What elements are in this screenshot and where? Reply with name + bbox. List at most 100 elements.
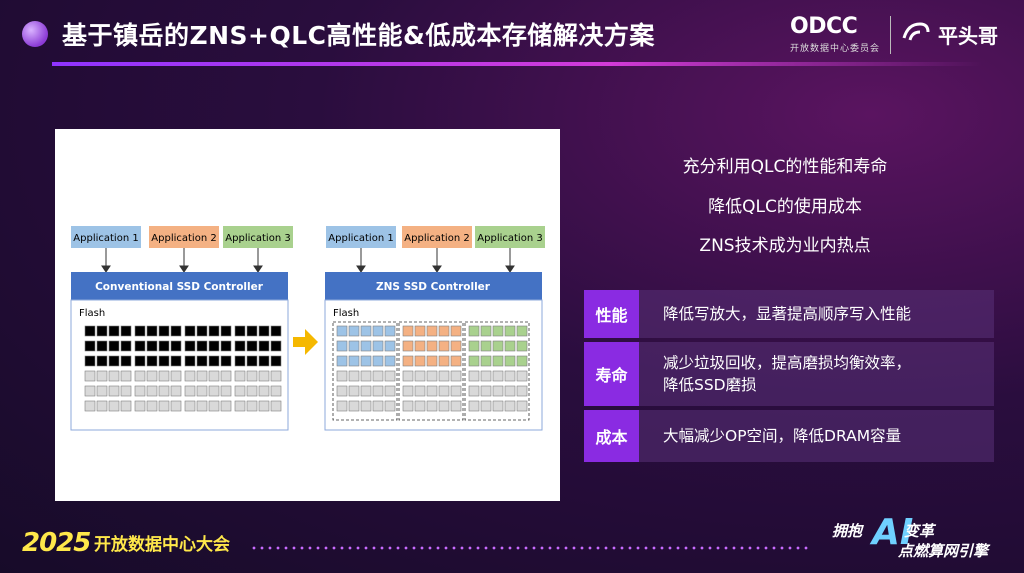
- zone-cell-used: [414, 325, 426, 337]
- flash-cell-free: [158, 370, 170, 382]
- flash-cell-free: [146, 370, 158, 382]
- zone-cell-free: [348, 400, 360, 412]
- zone-cell-free: [348, 385, 360, 397]
- flash-cell-used: [196, 325, 208, 337]
- zone-cell-used: [402, 355, 414, 367]
- zone-cell-used: [438, 340, 450, 352]
- zone-cell-used: [414, 355, 426, 367]
- headline-2: 降低QLC的使用成本: [708, 197, 862, 217]
- flash-cell-free: [184, 370, 196, 382]
- flash-cell-used: [170, 325, 182, 337]
- odcc-logo-sub: 开放数据中心委员会: [790, 44, 881, 54]
- flash-cell-free: [220, 370, 232, 382]
- feature-tag: 成本: [584, 410, 639, 462]
- zone-cell-free: [336, 370, 348, 382]
- slogan-part-c: 点燃算网引擎: [898, 542, 989, 560]
- flash-cell-used: [258, 340, 270, 352]
- flash-cell-free: [134, 385, 146, 397]
- flash-cell-free: [120, 370, 132, 382]
- flash-cell-used: [134, 340, 146, 352]
- zone-cell-free: [504, 370, 516, 382]
- zone-cell-free: [450, 385, 462, 397]
- ptg-logo-icon: [902, 22, 930, 41]
- zone-cell-free: [402, 400, 414, 412]
- flash-cell-free: [234, 400, 246, 412]
- zone-cell-used: [336, 340, 348, 352]
- zone-cell-used: [348, 325, 360, 337]
- zone-cell-used: [384, 340, 396, 352]
- right-app2-label: Application 2: [404, 233, 469, 244]
- zone-cell-free: [492, 370, 504, 382]
- flash-cell-used: [146, 355, 158, 367]
- flash-cell-free: [258, 400, 270, 412]
- flash-cell-used: [220, 325, 232, 337]
- flash-cell-free: [184, 385, 196, 397]
- zone-cell-free: [438, 370, 450, 382]
- ptg-logo: 平头哥: [900, 18, 998, 50]
- right-app1-box: [326, 226, 396, 248]
- flash-cell-free: [170, 370, 182, 382]
- title-underline: [52, 62, 982, 66]
- flash-cell-used: [258, 325, 270, 337]
- zone-cell-free: [438, 400, 450, 412]
- zone-cell-used: [492, 355, 504, 367]
- flash-cell-free: [96, 385, 108, 397]
- right-app3-label: Application 3: [477, 233, 542, 244]
- flash-cell-used: [170, 355, 182, 367]
- flash-cell-free: [170, 385, 182, 397]
- flash-cell-used: [208, 355, 220, 367]
- event-year: 2025: [22, 528, 91, 558]
- zone-cell-free: [504, 400, 516, 412]
- flash-cell-free: [234, 370, 246, 382]
- zone-cell-free: [384, 370, 396, 382]
- left-arrows: [101, 248, 263, 273]
- flash-cell-used: [158, 325, 170, 337]
- flash-cell-free: [196, 400, 208, 412]
- zone-cell-used: [516, 355, 528, 367]
- flash-cell-used: [246, 355, 258, 367]
- zone-cell-used: [438, 355, 450, 367]
- zone-cell-free: [492, 385, 504, 397]
- feature-tag: 寿命: [584, 342, 639, 406]
- zone-cell-free: [372, 400, 384, 412]
- flash-cell-free: [96, 370, 108, 382]
- zone-cell-free: [504, 385, 516, 397]
- flash-cell-used: [196, 355, 208, 367]
- zone-cell-used: [450, 340, 462, 352]
- zone-cell-used: [516, 325, 528, 337]
- left-app2-box: [149, 226, 219, 248]
- title-bullet-icon: [22, 21, 48, 47]
- flash-cell-used: [184, 340, 196, 352]
- flash-cell-free: [196, 370, 208, 382]
- flash-cell-used: [234, 355, 246, 367]
- flash-cell-free: [220, 400, 232, 412]
- zns-zone-2: [398, 321, 464, 421]
- flash-cell-used: [184, 325, 196, 337]
- flash-cell-free: [108, 400, 120, 412]
- zone-cell-free: [480, 385, 492, 397]
- feature-text: 减少垃圾回收，提高磨损均衡效率， 降低SSD磨损: [639, 342, 994, 406]
- zone-cell-used: [360, 325, 372, 337]
- zone-cell-free: [336, 400, 348, 412]
- zone-cell-free: [480, 370, 492, 382]
- flash-cell-used: [134, 355, 146, 367]
- flash-cell-free: [96, 400, 108, 412]
- flash-cell-free: [170, 400, 182, 412]
- zone-cell-free: [402, 385, 414, 397]
- flash-cell-used: [108, 355, 120, 367]
- logo-divider: [890, 16, 891, 54]
- zone-cell-used: [372, 325, 384, 337]
- event-logo: 2025 开放数据中心大会: [22, 528, 230, 558]
- zone-cell-free: [426, 400, 438, 412]
- feature-text: 大幅减少OP空间，降低DRAM容量: [639, 410, 994, 462]
- zns-zone-1: [332, 321, 398, 421]
- flash-cell-used: [120, 340, 132, 352]
- zone-cell-used: [360, 355, 372, 367]
- flash-cell-used: [208, 340, 220, 352]
- flash-cell-used: [158, 355, 170, 367]
- zns-figure: Application 1 Application 2 Application …: [55, 129, 560, 501]
- zone-cell-free: [468, 370, 480, 382]
- flash-cell-used: [208, 325, 220, 337]
- left-app2-label: Application 2: [151, 233, 216, 244]
- left-app3-label: Application 3: [225, 233, 290, 244]
